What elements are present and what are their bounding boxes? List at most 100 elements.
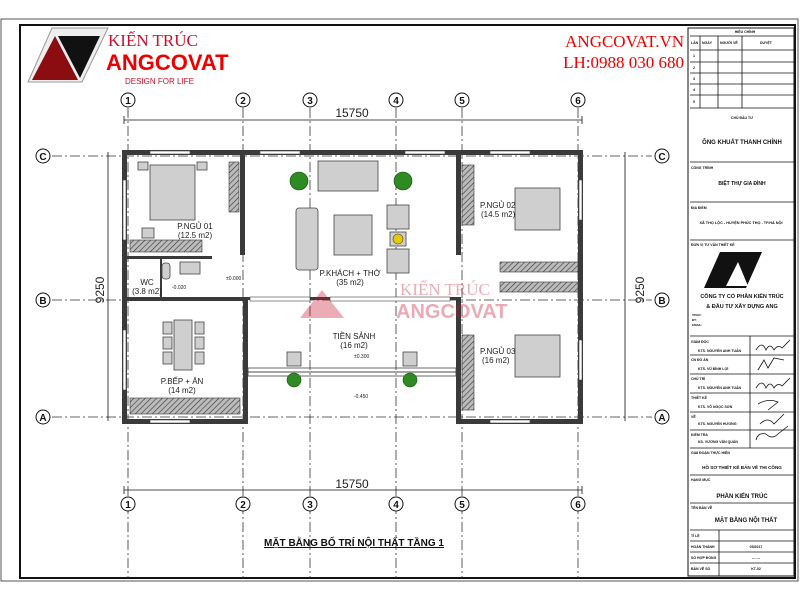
svg-text:XÃ THỌ LỘC - HUYỆN PHÚC THỌ -: XÃ THỌ LỘC - HUYỆN PHÚC THỌ - TP.HÀ NỘI [699, 220, 782, 225]
svg-text:4: 4 [693, 88, 695, 92]
room-labels: P.NGỦ 01 (12.5 m2) WC (3.8 m2) P.KHÁCH +… [132, 201, 516, 395]
room-area: (12.5 m2) [178, 231, 213, 240]
svg-text:CÔNG TRÌNH: CÔNG TRÌNH [691, 165, 714, 170]
svg-text:1: 1 [125, 500, 131, 511]
svg-text:GIÁM ĐỐC: GIÁM ĐỐC [691, 339, 709, 344]
room-name: P.NGỦ 02 [480, 201, 516, 210]
contact-website: ANGCOVAT.VN [565, 32, 684, 51]
svg-text:KTS. VŨ ĐÌNH LỢI: KTS. VŨ ĐÌNH LỢI [698, 366, 728, 371]
room-name: WC [140, 278, 154, 287]
room-area: (3.8 m2) [132, 287, 162, 296]
svg-text:5: 5 [459, 500, 465, 511]
svg-text:C: C [658, 152, 665, 163]
axis-bubble-5: 55 [454, 92, 470, 512]
porch-railing [247, 367, 457, 377]
svg-text:HẠNG MỤC: HẠNG MỤC [691, 478, 711, 482]
svg-text:±0.000: ±0.000 [226, 276, 241, 282]
lamp [392, 233, 404, 245]
dimension-bottom: 15750 [335, 477, 369, 491]
svg-text:6: 6 [575, 500, 581, 511]
svg-text:KTS. NGUYỄN HƯƠNG: KTS. NGUYỄN HƯƠNG [698, 421, 737, 426]
consultant-logo [704, 252, 762, 288]
axis-bubble-3: 33 [302, 92, 318, 512]
svg-text:HIỆU CHỈNH: HIỆU CHỈNH [735, 29, 756, 34]
plant-icon [289, 171, 309, 191]
svg-text:KTS. VÕ NGỌC SƠN: KTS. VÕ NGỌC SƠN [698, 404, 733, 409]
armchair-2 [386, 248, 410, 274]
svg-text:6: 6 [575, 96, 581, 107]
bed-2 [514, 187, 561, 231]
svg-text:KS. VƯƠNG VĂN QUÂN: KS. VƯƠNG VĂN QUÂN [698, 439, 738, 444]
bed-3 [514, 334, 561, 378]
inner-frame [19, 24, 796, 579]
svg-text:A: A [658, 413, 665, 424]
pillar-planter-1 [286, 351, 302, 367]
pillar-planter-2 [402, 351, 418, 367]
svg-text:GIAI ĐOẠN THỰC HIỆN: GIAI ĐOẠN THỰC HIỆN [691, 450, 730, 455]
axis-bubble-1: 11 [120, 92, 136, 512]
windows [122, 150, 583, 424]
svg-text:ĐT:: ĐT: [692, 318, 697, 322]
svg-text:--- ---: --- --- [752, 556, 761, 560]
svg-text:3: 3 [307, 96, 313, 107]
armchair-1 [386, 204, 410, 230]
svg-text:KIẾN TRÚC: KIẾN TRÚC [400, 280, 490, 299]
svg-text:5: 5 [459, 96, 465, 107]
plants [286, 171, 418, 388]
svg-text:KTS. NGUYỄN ANH TUẤN: KTS. NGUYỄN ANH TUẤN [698, 385, 742, 390]
plant-icon [393, 171, 413, 191]
svg-text:KIỂM TRA: KIỂM TRA [691, 432, 708, 437]
contact-phone: LH:0988 030 680 [563, 53, 684, 72]
axis-bubble-6: 66 [570, 92, 586, 512]
level-marks: ±0.000 -0.020 ±0.300 -0.450 [172, 276, 369, 400]
room-name: P.KHÁCH + THỜ [319, 269, 380, 278]
outer-frame [0, 18, 799, 582]
svg-text:2: 2 [240, 96, 246, 107]
bed-1 [149, 164, 196, 221]
title-block: HIỆU CHỈNH LẦN NGÀY NGƯỜI VẼ DUYỆT 1 2 3… [687, 27, 795, 577]
svg-text:05/2017: 05/2017 [750, 545, 763, 549]
svg-text:-0.450: -0.450 [354, 394, 368, 400]
closet-b [499, 281, 579, 293]
plant-icon [402, 372, 418, 388]
svg-text:ĐƠN VỊ TƯ VẤN THIẾT KẾ: ĐƠN VỊ TƯ VẤN THIẾT KẾ [691, 242, 735, 247]
svg-text:DUYỆT: DUYỆT [760, 40, 773, 45]
signatures [755, 339, 791, 441]
svg-text:HOÀN THÀNH: HOÀN THÀNH [691, 544, 715, 549]
sofa [295, 207, 319, 271]
svg-text:CN ĐỒ ÁN: CN ĐỒ ÁN [691, 357, 709, 362]
svg-text:MẶT BẰNG NỘI THẤT: MẶT BẰNG NỘI THẤT [715, 516, 778, 524]
svg-text:4: 4 [393, 96, 399, 107]
tv-cabinet [317, 160, 379, 192]
room-name: P.NGỦ 03 [480, 347, 516, 356]
svg-text:1: 1 [125, 96, 131, 107]
company-logo: KIẾN TRÚC ANGCOVAT DESIGN FOR LIFE [27, 27, 229, 86]
room-area: (35 m2) [336, 278, 364, 287]
svg-text:NGƯỜI VẼ: NGƯỜI VẼ [720, 40, 738, 45]
svg-text:5: 5 [693, 100, 695, 104]
svg-text:NGÀY: NGÀY [702, 40, 713, 45]
svg-text:SỐ HỢP ĐỒNG: SỐ HỢP ĐỒNG [691, 555, 717, 560]
kitchen-counter [129, 397, 241, 415]
plant-icon [286, 372, 302, 388]
svg-text:3: 3 [307, 500, 313, 511]
wardrobe-2 [461, 164, 475, 226]
svg-text:3: 3 [693, 77, 695, 81]
watermark: KIẾN TRÚC ANGCOVAT [300, 280, 507, 323]
svg-text:A: A [39, 413, 46, 424]
svg-text:C: C [39, 152, 46, 163]
svg-text:PHẦN KIẾN TRÚC: PHẦN KIẾN TRÚC [716, 493, 768, 500]
coffee-table [333, 214, 373, 256]
svg-text:CHỦ ĐẦU TƯ: CHỦ ĐẦU TƯ [731, 115, 753, 120]
toilet [161, 262, 171, 280]
axis-bubble-2: 22 [235, 92, 251, 512]
wardrobe-3 [461, 334, 475, 411]
dimension-top: 15750 [335, 106, 369, 120]
svg-text:BẢN VẼ SỐ: BẢN VẼ SỐ [691, 566, 711, 571]
